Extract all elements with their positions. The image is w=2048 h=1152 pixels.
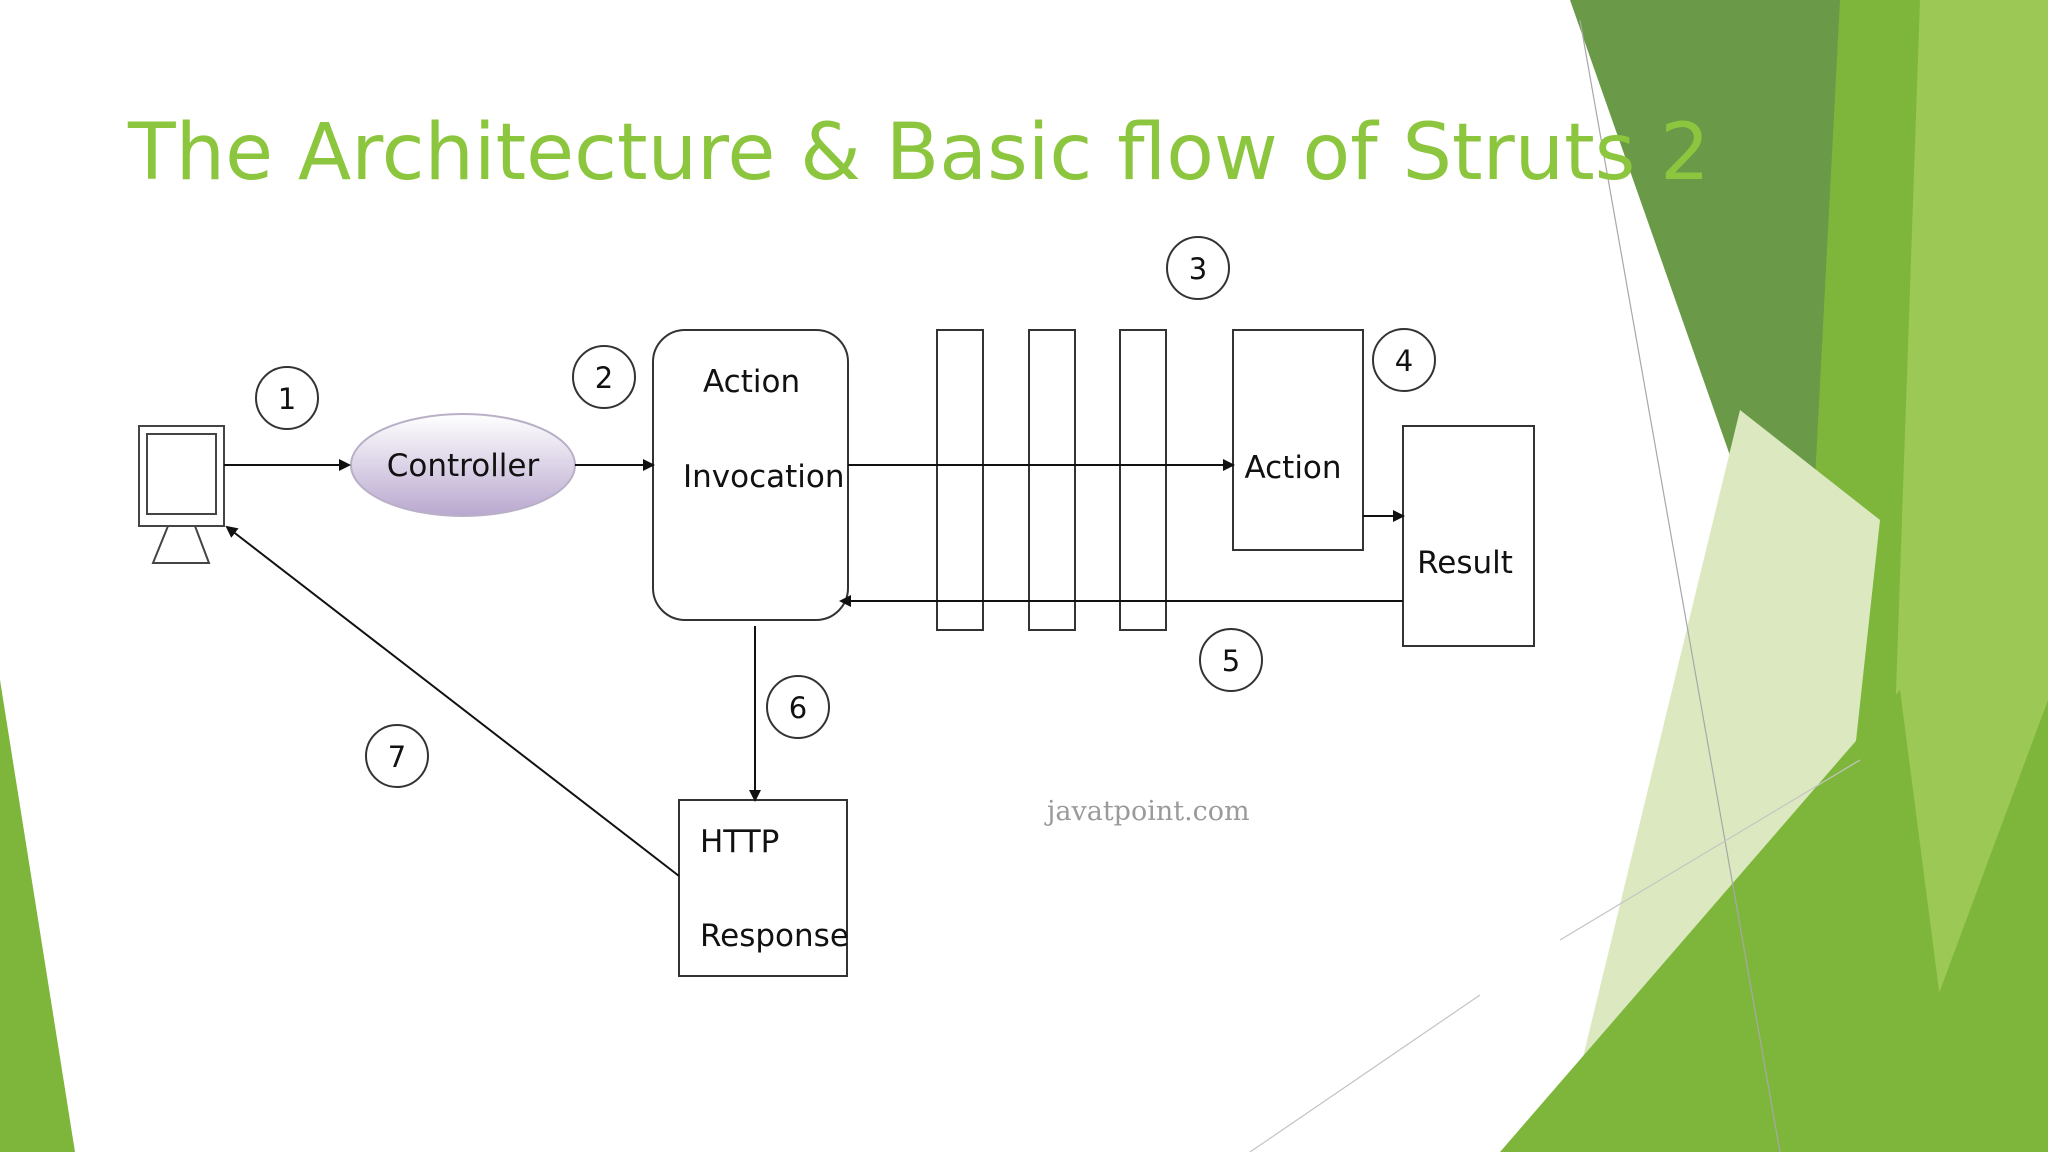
action-invocation-label-1: Action (703, 364, 800, 400)
deco-line (1579, 19, 1781, 1152)
svg-text:4: 4 (1395, 344, 1413, 378)
controller-label: Controller (387, 448, 540, 484)
http-response-label-1: HTTP (700, 824, 779, 860)
deco-line (1559, 759, 1861, 941)
step-marker: 1 (255, 366, 319, 430)
watermark: javatpoint.com (1044, 796, 1250, 827)
slide-title: The Architecture & Basic flow of Struts … (128, 108, 1710, 198)
svg-text:3: 3 (1189, 252, 1207, 286)
step-marker: 5 (1199, 628, 1263, 692)
interceptor-bar (1028, 329, 1076, 631)
svg-text:6: 6 (789, 691, 807, 725)
step-marker: 6 (766, 675, 830, 739)
svg-text:5: 5 (1222, 644, 1240, 678)
svg-text:1: 1 (278, 382, 296, 416)
step-marker: 3 (1166, 236, 1230, 300)
deco-line (1249, 994, 1481, 1152)
step-marker: 7 (365, 724, 429, 788)
result-node (1402, 425, 1535, 647)
action-invocation-node (652, 329, 849, 621)
action-label: Action (1244, 450, 1341, 486)
result-label: Result (1417, 545, 1513, 581)
arrow-http-response-to-browser (225, 525, 680, 877)
svg-text:7: 7 (388, 740, 406, 774)
computer-icon (138, 425, 225, 564)
svg-text:2: 2 (595, 361, 613, 395)
action-invocation-label-2: Invocation (683, 459, 845, 495)
step-marker: 2 (572, 345, 636, 409)
http-response-label-2: Response (700, 918, 849, 954)
interceptor-bar (1119, 329, 1167, 631)
green-facet-left (0, 680, 75, 1152)
green-facet-bottom (1500, 690, 1960, 1152)
action-node (1232, 329, 1364, 551)
step-marker: 4 (1372, 328, 1436, 392)
http-response-node (678, 799, 848, 977)
interceptor-bar (936, 329, 984, 631)
